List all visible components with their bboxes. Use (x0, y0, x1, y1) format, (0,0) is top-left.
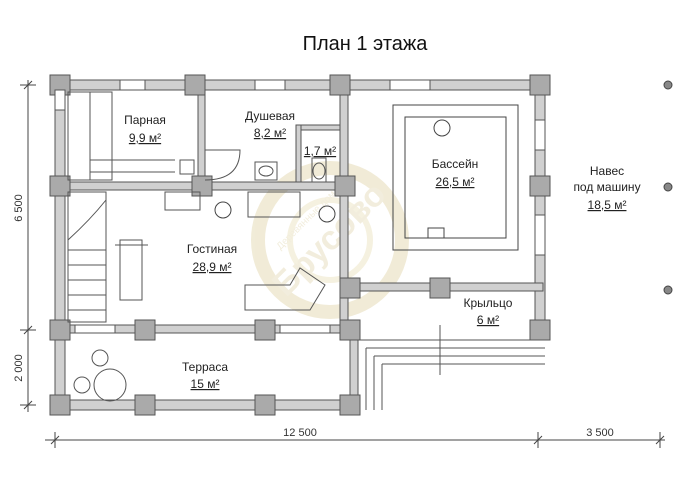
dimension-width-extra: 3 500 (586, 427, 614, 439)
plan-title: План 1 этажа (303, 33, 429, 55)
room-area-bassein: 26,5 м² (436, 175, 475, 189)
living-room-furniture (115, 239, 326, 311)
carport-posts (663, 80, 673, 295)
room-area-terrasa: 15 м² (191, 377, 220, 391)
room-name-parnaya: Парная (124, 113, 166, 127)
room-name-dushevaya: Душевая (245, 109, 295, 123)
sauna-bench (67, 91, 175, 181)
windows (54, 79, 546, 334)
room-area-wc: 1,7 м² (304, 144, 336, 158)
dimension-depth-terrace: 2 000 (13, 354, 25, 382)
room-area-kryltso: 6 м² (477, 313, 499, 327)
room-name-kryltso: Крыльцо (464, 296, 513, 310)
room-name-gostinaya: Гостиная (187, 242, 237, 256)
pool (392, 104, 519, 251)
dimension-lines (20, 80, 665, 448)
room-name-navess-line2: под машину (573, 180, 640, 194)
room-name-navess-line1: Навес (590, 164, 624, 178)
room-name-terrasa: Терраса (182, 360, 228, 374)
plant-icons (214, 119, 451, 223)
terrace-furniture (73, 349, 127, 402)
room-area-gostinaya: 28,9 м² (193, 260, 232, 274)
room-area-parnaya: 9,9 м² (129, 131, 161, 145)
staircase (67, 191, 107, 323)
log-ends (49, 74, 551, 416)
shower-fixtures (164, 149, 327, 218)
room-area-navess: 18,5 м² (588, 198, 627, 212)
room-area-dushevaya: 8,2 м² (254, 126, 286, 140)
porch-steps (358, 325, 545, 410)
room-name-bassein: Бассейн (432, 157, 479, 171)
room-labels: Парная 9,9 м² Душевая 8,2 м² 1,7 м² Басс… (124, 109, 640, 391)
dimension-width-main: 12 500 (283, 427, 317, 439)
dimension-depth-main: 6 500 (13, 194, 25, 222)
